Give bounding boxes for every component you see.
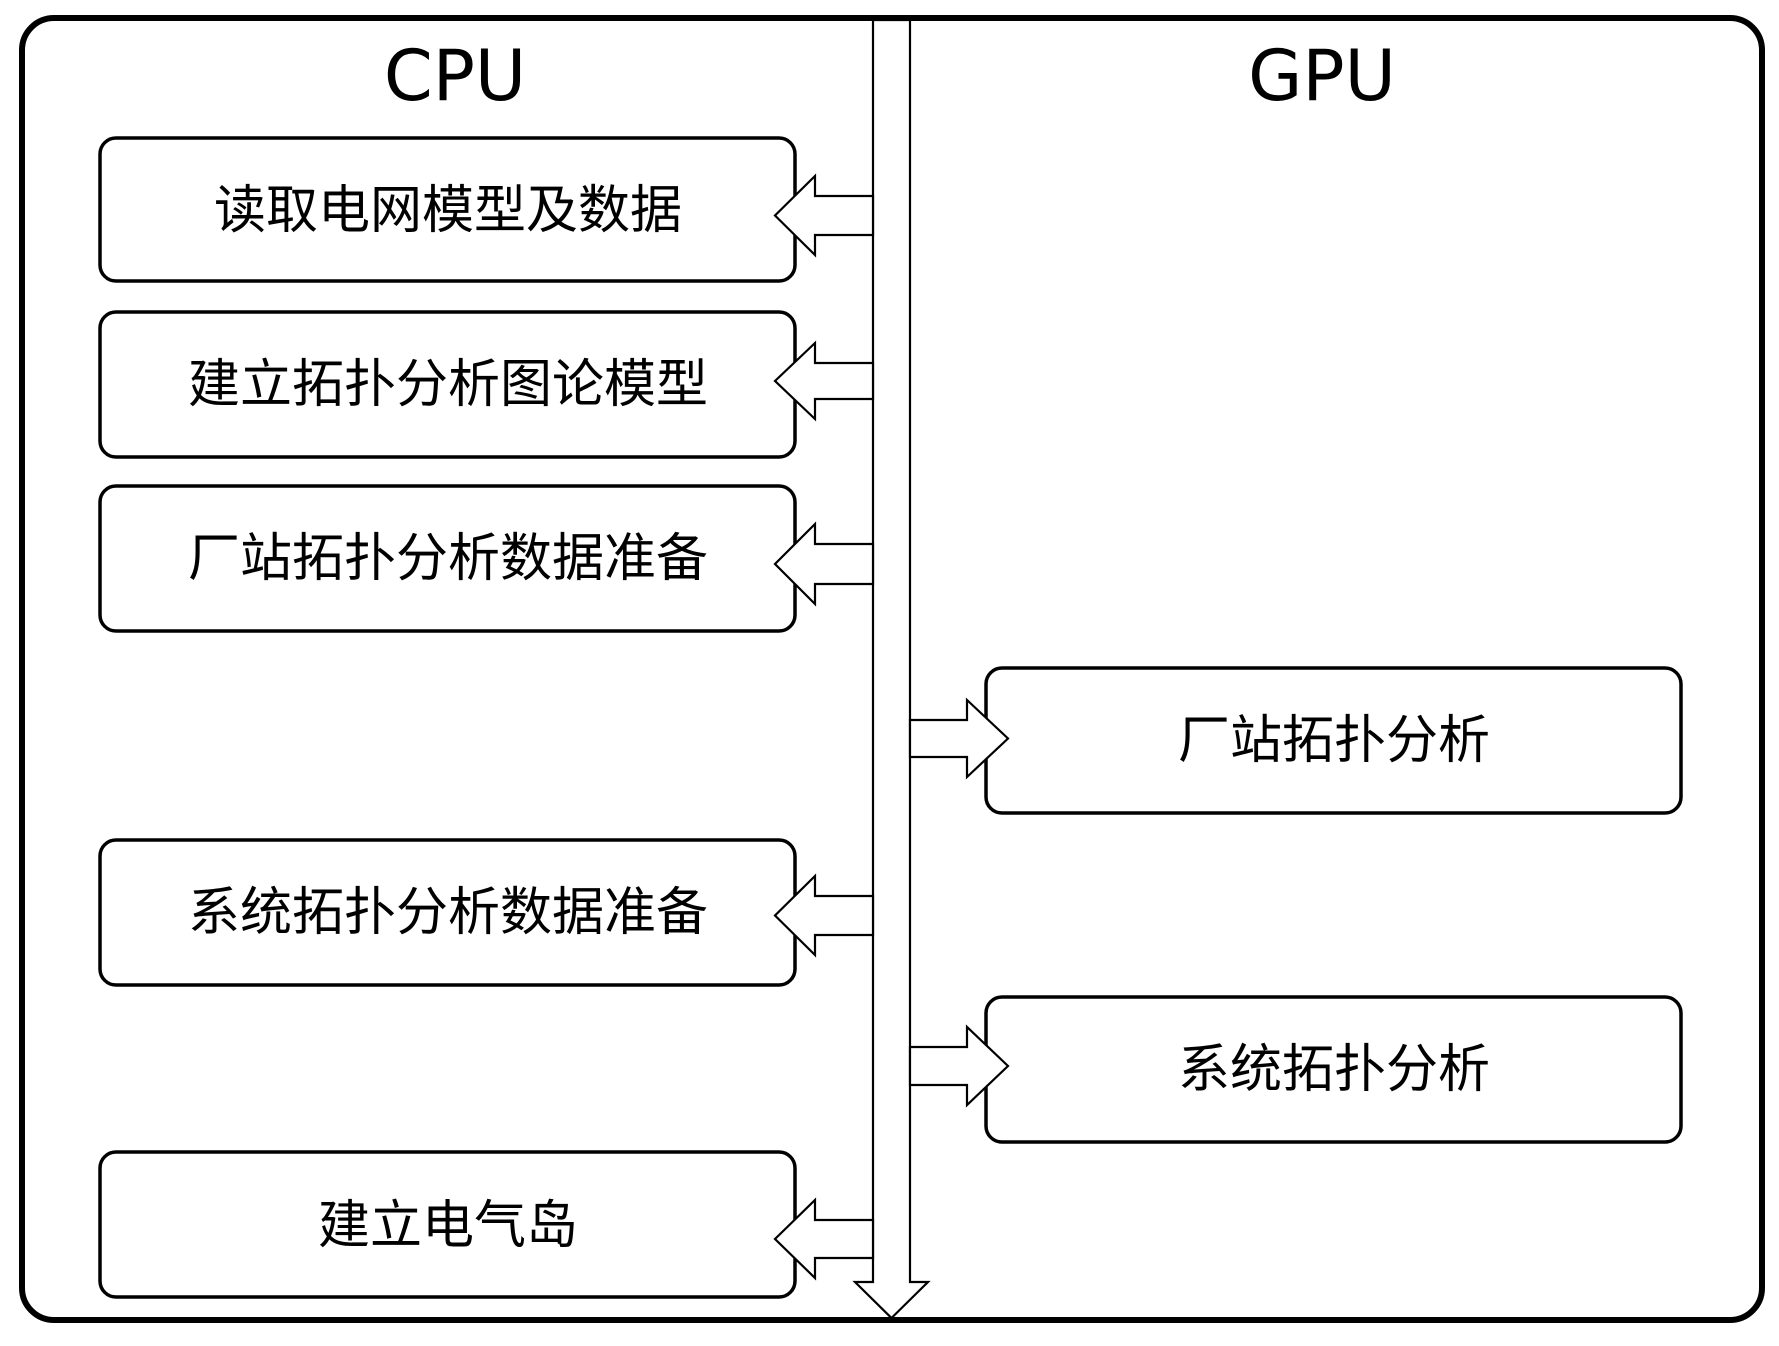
left-arrow <box>773 873 875 958</box>
gpu-step-1: 厂站拓扑分析 <box>908 666 1683 815</box>
left-arrow <box>773 173 875 258</box>
cpu-step-label: 系统拓扑分析数据准备 <box>188 883 708 943</box>
left-arrow <box>773 340 875 422</box>
left-arrow <box>773 1197 875 1281</box>
gpu-step-2: 系统拓扑分析 <box>908 995 1683 1144</box>
cpu-step-3: 厂站拓扑分析数据准备 <box>98 484 875 633</box>
gpu-step-label: 厂站拓扑分析 <box>1178 711 1490 771</box>
cpu-step-1: 读取电网模型及数据 <box>98 136 875 283</box>
cpu-step-2: 建立拓扑分析图论模型 <box>98 310 875 459</box>
cpu-step-label: 读取电网模型及数据 <box>214 181 682 241</box>
gpu-heading: GPU <box>1248 35 1396 117</box>
cpu-step-label: 建立拓扑分析图论模型 <box>188 355 708 415</box>
cpu-step-label: 厂站拓扑分析数据准备 <box>188 529 708 589</box>
cpu-heading: CPU <box>384 35 526 117</box>
left-arrow <box>773 521 875 607</box>
cpu-step-4: 系统拓扑分析数据准备 <box>98 838 875 987</box>
gpu-step-label: 系统拓扑分析 <box>1178 1040 1490 1100</box>
right-arrow <box>908 1024 1010 1108</box>
cpu-step-5: 建立电气岛 <box>98 1150 875 1299</box>
timeline-arrow <box>852 18 931 1320</box>
cpu-step-label: 建立电气岛 <box>318 1196 578 1256</box>
right-arrow <box>908 697 1010 780</box>
